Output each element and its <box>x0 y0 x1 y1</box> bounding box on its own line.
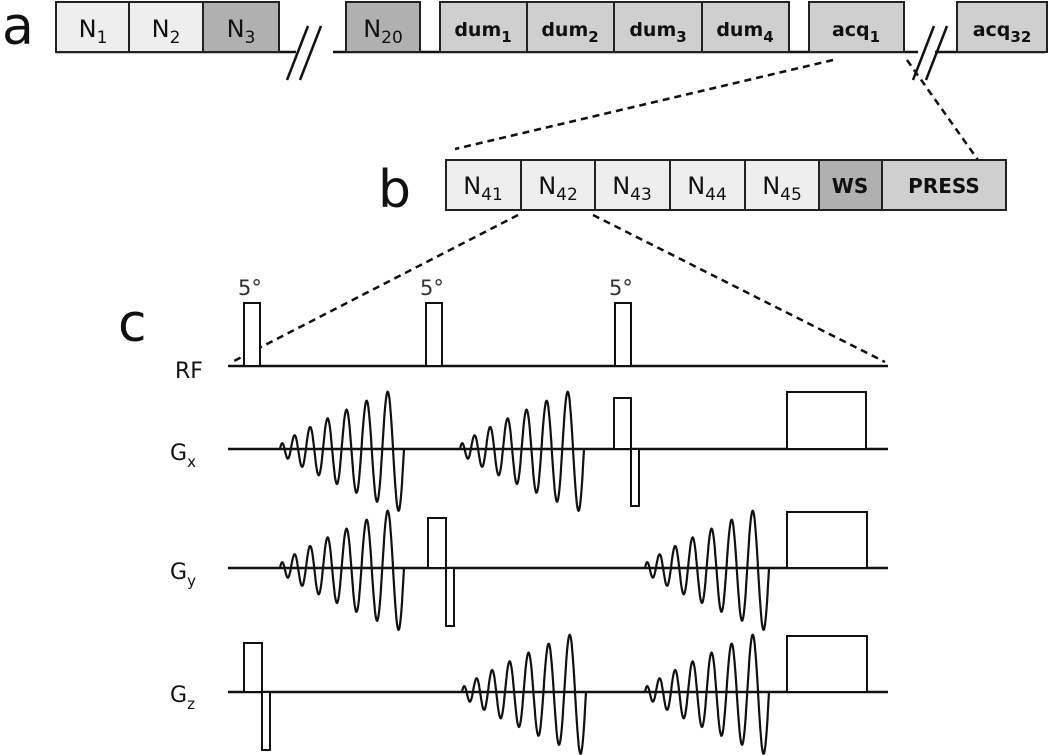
svg-text:dum4: dum4 <box>716 19 773 46</box>
zoom-lines-b-to-c <box>231 213 886 364</box>
panel-label-b: b <box>378 160 411 220</box>
svg-text:acq32: acq32 <box>973 19 1032 46</box>
svg-text:N42: N42 <box>538 172 578 205</box>
rf-pulse-2 <box>425 302 443 367</box>
channel-label-gz: Gz <box>170 683 195 713</box>
row-b-blocks: N41 N42 N43 N44 N45 WS PRESS <box>445 159 1007 211</box>
svg-text:WS: WS <box>832 174 868 198</box>
panel-label-c: c <box>118 294 147 354</box>
channel-label-rf: RF <box>175 359 203 384</box>
row-a-blocks: N1 N2 N3 N20 dum1 dum2 dum3 dum4 <box>55 1 1048 53</box>
gx-channel <box>228 390 888 513</box>
gx-crusher <box>786 391 867 450</box>
axis-break-left <box>285 25 323 81</box>
gx-spiral-readout-1 <box>278 390 406 513</box>
gy-spiral-readout-2 <box>643 509 771 632</box>
channel-labels: RF Gx Gy Gz <box>170 359 203 713</box>
block-acq32: acq32 <box>956 1 1048 53</box>
rf-pulse-1 <box>243 302 261 367</box>
channel-label-gy: Gy <box>170 560 196 590</box>
svg-text:dum1: dum1 <box>454 19 511 46</box>
zoom-lines-a-to-b <box>454 58 980 161</box>
block-n3: N3 <box>202 1 280 53</box>
svg-text:N3: N3 <box>227 15 256 48</box>
svg-text:N2: N2 <box>152 15 181 48</box>
block-dum4: dum4 <box>701 1 790 53</box>
block-n1: N1 <box>55 1 130 53</box>
block-dum1: dum1 <box>439 1 528 53</box>
gy-prephaser-neg <box>445 567 455 627</box>
block-n20: N20 <box>345 1 421 53</box>
gz-prephaser-pos <box>243 642 263 693</box>
gy-prephaser-pos <box>427 517 447 569</box>
svg-text:acq1: acq1 <box>832 19 880 46</box>
gx-spiral-readout-2 <box>458 390 586 513</box>
gz-channel <box>228 633 888 755</box>
gz-prephaser-neg <box>261 691 271 751</box>
svg-text:PRESS: PRESS <box>908 174 980 198</box>
flip-angle-3: 5° <box>609 276 633 300</box>
panel-label-a: a <box>2 0 34 57</box>
block-press: PRESS <box>881 159 1007 211</box>
svg-text:N45: N45 <box>762 172 802 205</box>
block-n41: N41 <box>445 159 522 211</box>
block-n44: N44 <box>669 159 746 211</box>
gz-spiral-readout-1 <box>460 633 588 755</box>
channel-label-gx: Gx <box>170 441 196 471</box>
gx-prephaser-pos <box>613 397 632 450</box>
svg-text:N44: N44 <box>687 172 727 205</box>
gx-prephaser-neg <box>630 448 640 507</box>
gz-spiral-readout-2 <box>643 633 771 755</box>
block-n43: N43 <box>594 159 671 211</box>
axis-break-right <box>911 25 949 81</box>
svg-text:N43: N43 <box>612 172 652 205</box>
flip-angle-labels: 5° 5° 5° <box>238 276 633 300</box>
svg-text:N20: N20 <box>363 15 403 48</box>
block-dum3: dum3 <box>613 1 703 53</box>
gz-crusher <box>786 635 868 693</box>
rf-channel <box>228 302 888 368</box>
block-dum2: dum2 <box>526 1 615 53</box>
block-ws: WS <box>818 159 883 211</box>
svg-text:N41: N41 <box>463 172 503 205</box>
gy-spiral-readout-1 <box>278 509 406 632</box>
gy-channel <box>228 509 888 632</box>
block-n2: N2 <box>128 1 204 53</box>
block-n42: N42 <box>520 159 596 211</box>
rf-pulse-3 <box>614 302 632 367</box>
svg-text:dum2: dum2 <box>541 19 598 46</box>
flip-angle-1: 5° <box>238 276 262 300</box>
flip-angle-2: 5° <box>420 276 444 300</box>
svg-text:N1: N1 <box>79 15 108 48</box>
svg-text:dum3: dum3 <box>629 19 686 46</box>
block-n45: N45 <box>744 159 820 211</box>
block-acq1: acq1 <box>808 1 905 53</box>
gy-crusher <box>786 511 868 569</box>
